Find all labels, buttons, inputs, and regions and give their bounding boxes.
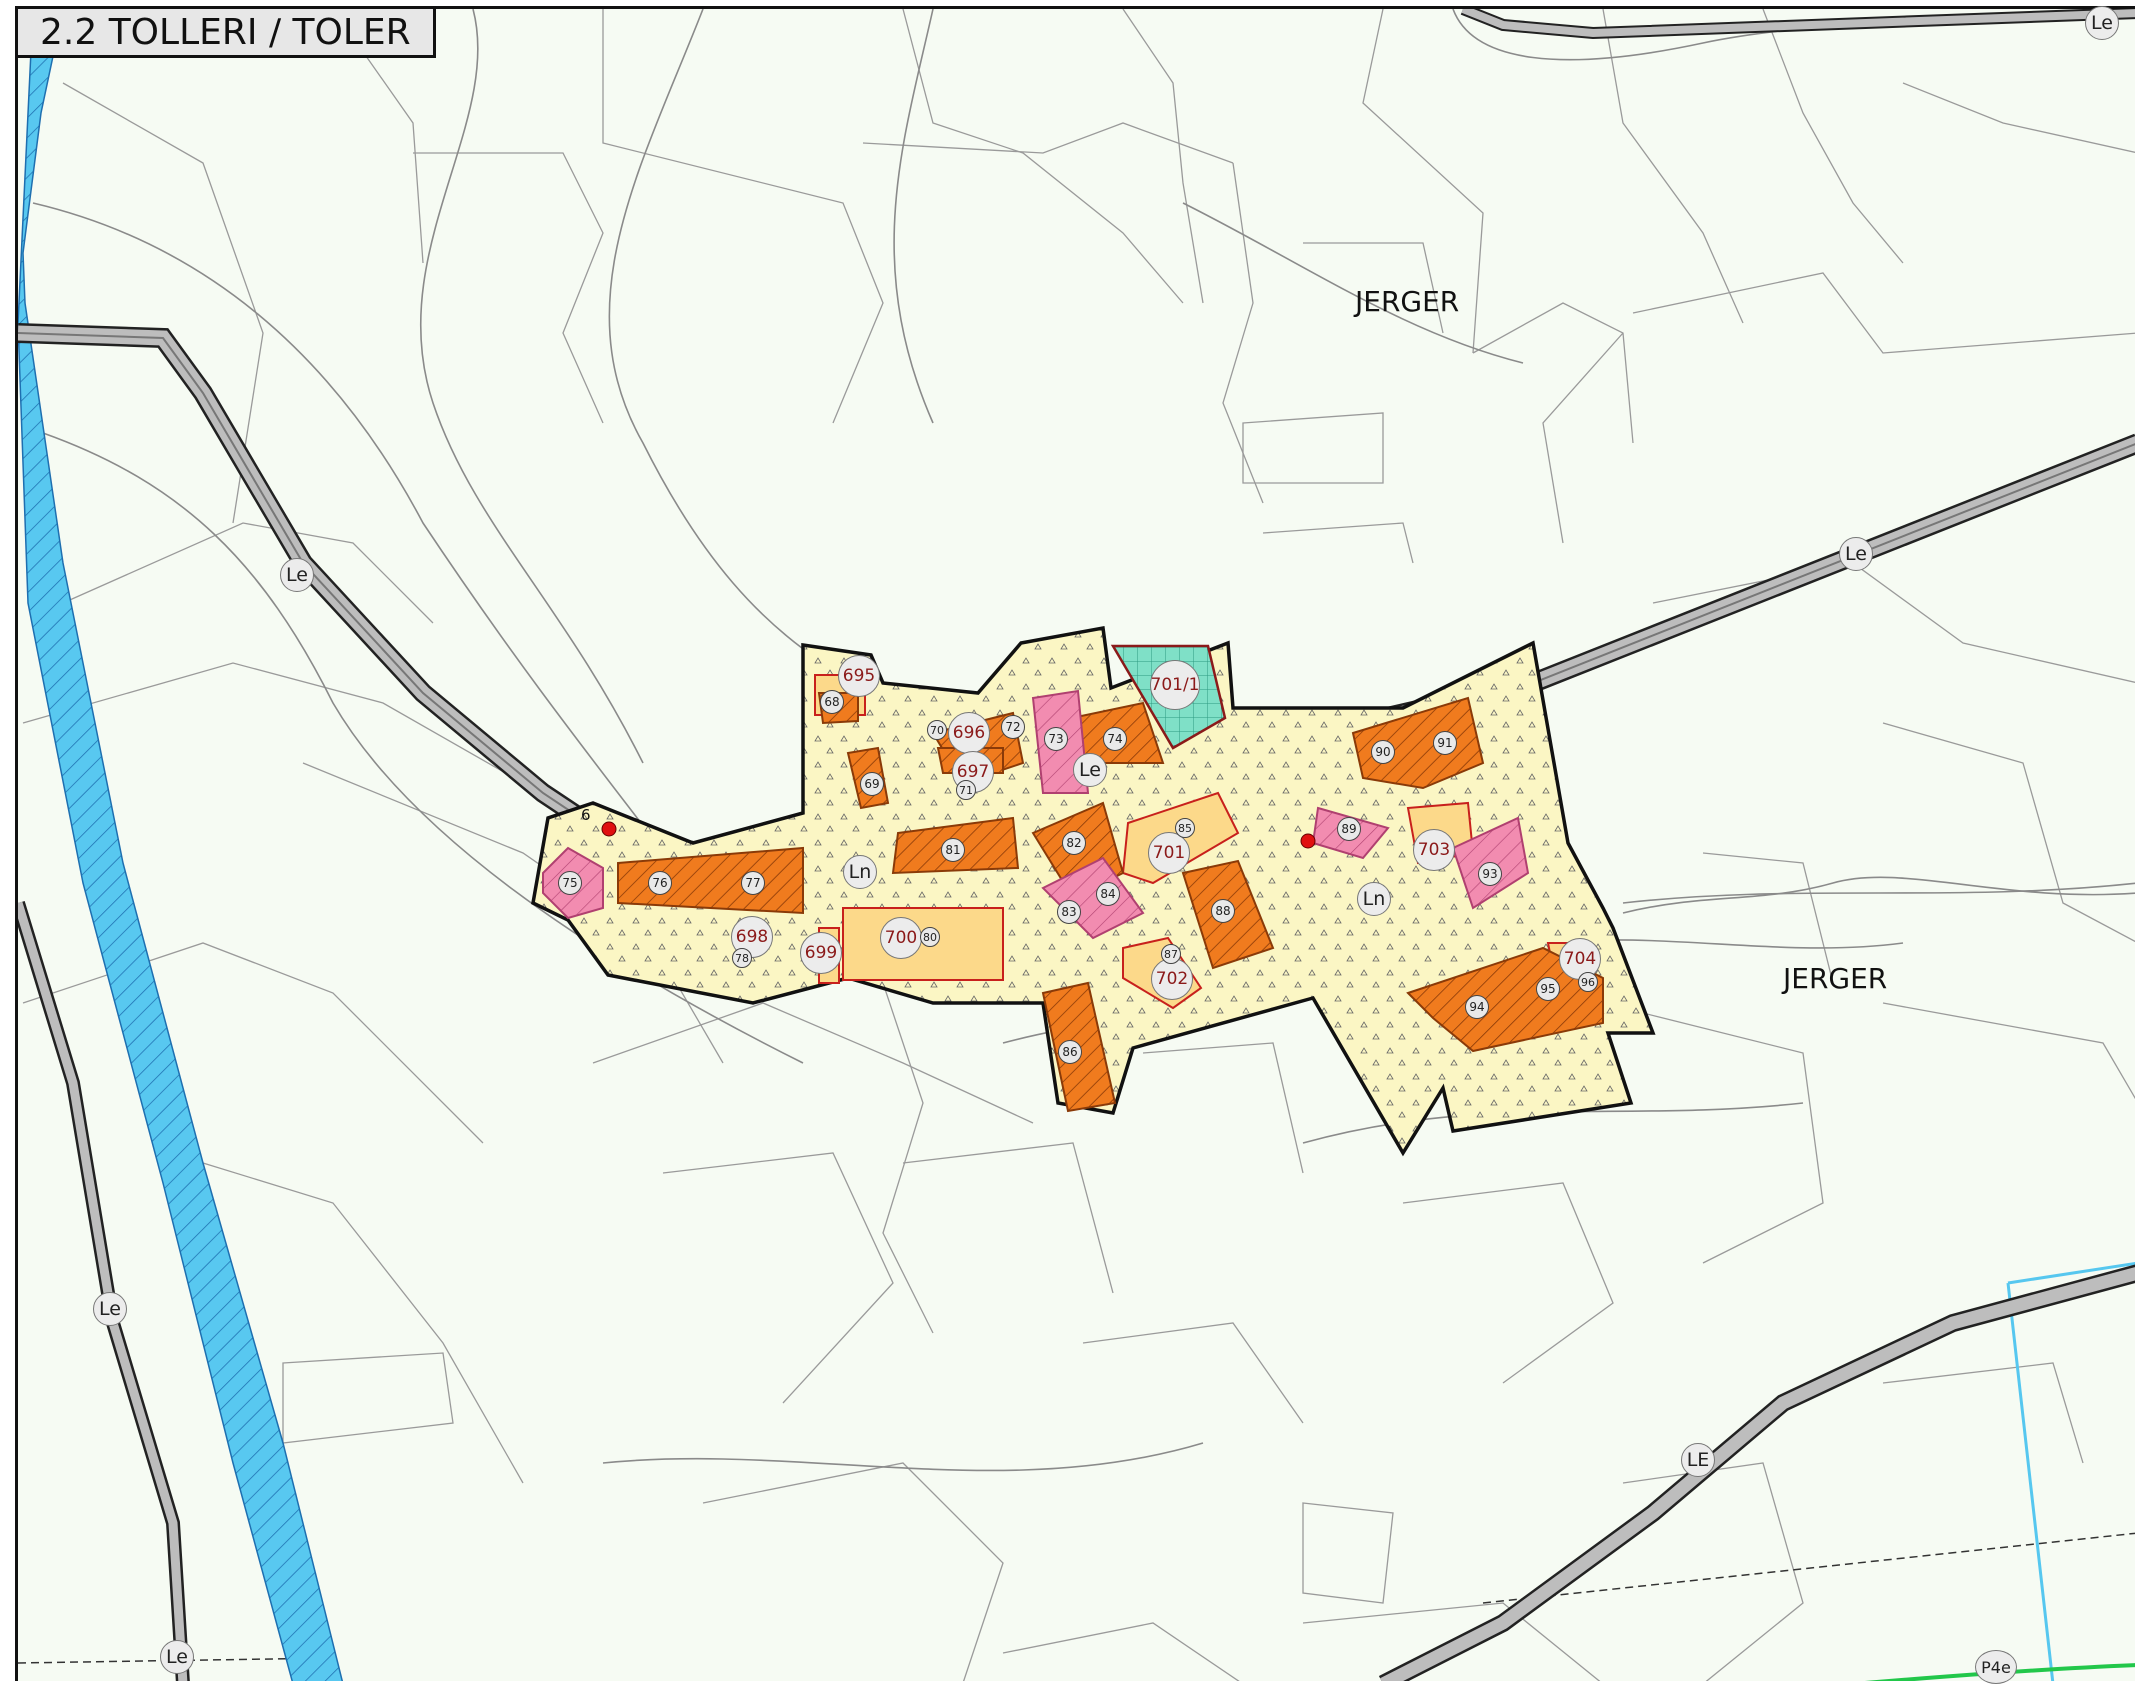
building-label-90: 90 — [1371, 740, 1395, 764]
building-label-72: 72 — [1001, 715, 1025, 739]
building-label-76: 76 — [648, 871, 672, 895]
building-label-78: 78 — [732, 948, 752, 968]
zone-label-700[interactable]: 700 — [880, 917, 922, 959]
road-label-p4e: P4e — [1975, 1650, 2017, 1684]
building-label-73: 73 — [1044, 727, 1068, 751]
zone-label-703[interactable]: 703 — [1413, 829, 1455, 871]
building-label-96: 96 — [1578, 972, 1598, 992]
zone-label-702[interactable]: 702 — [1151, 958, 1193, 1000]
buildings-orange — [617, 692, 1604, 1113]
building-label-95: 95 — [1536, 977, 1560, 1001]
building-label-71: 71 — [956, 780, 976, 800]
road-label-le-east: Le — [1839, 537, 1873, 571]
road-label-le-center: Le — [1073, 753, 1107, 787]
building-label-75: 75 — [558, 871, 582, 895]
survey-point-east — [1300, 833, 1316, 849]
road-label-le-southeast: LE — [1681, 1443, 1715, 1477]
building-label-77: 77 — [741, 871, 765, 895]
building-label-93: 93 — [1478, 862, 1502, 886]
building-label-85: 85 — [1175, 818, 1195, 838]
building-label-81: 81 — [941, 838, 965, 862]
building-label-70: 70 — [927, 720, 947, 740]
road-label-ln-west: Ln — [843, 855, 877, 889]
building-label-83: 83 — [1057, 900, 1081, 924]
boundary-line — [2006, 1261, 2135, 1681]
river — [18, 9, 344, 1681]
place-label-jerger-east: JERGER — [1783, 962, 1888, 995]
building-label-69: 69 — [860, 772, 884, 796]
survey-point-west — [601, 821, 617, 837]
building-label-87: 87 — [1161, 944, 1181, 964]
zone-label-701-1[interactable]: 701/1 — [1150, 660, 1200, 710]
road-label-le-southwest: Le — [93, 1292, 127, 1326]
building-label-86: 86 — [1058, 1040, 1082, 1064]
building-label-94: 94 — [1465, 995, 1489, 1019]
zone-label-701[interactable]: 701 — [1148, 832, 1190, 874]
road-label-le-bottom: Le — [160, 1640, 194, 1674]
dashed-boundary — [18, 1532, 2135, 1664]
building-label-80: 80 — [920, 927, 940, 947]
building-label-68: 68 — [820, 690, 844, 714]
zone-label-699[interactable]: 699 — [800, 932, 842, 974]
road-label-ln-east: Ln — [1357, 882, 1391, 916]
zone-label-695[interactable]: 695 — [838, 655, 880, 697]
map-title: 2.2 TOLLERI / TOLER — [15, 6, 436, 58]
building-label-91: 91 — [1433, 731, 1457, 755]
point-label-6: 6 — [581, 806, 591, 824]
zone-label-696[interactable]: 696 — [948, 712, 990, 754]
building-label-88: 88 — [1211, 899, 1235, 923]
building-label-82: 82 — [1062, 831, 1086, 855]
road-label-le-west: Le — [280, 558, 314, 592]
road-label-le-top-right: Le — [2085, 6, 2119, 40]
building-label-84: 84 — [1096, 882, 1120, 906]
building-label-74: 74 — [1103, 727, 1127, 751]
place-label-jerger-north: JERGER — [1355, 285, 1460, 318]
building-label-89: 89 — [1337, 817, 1361, 841]
